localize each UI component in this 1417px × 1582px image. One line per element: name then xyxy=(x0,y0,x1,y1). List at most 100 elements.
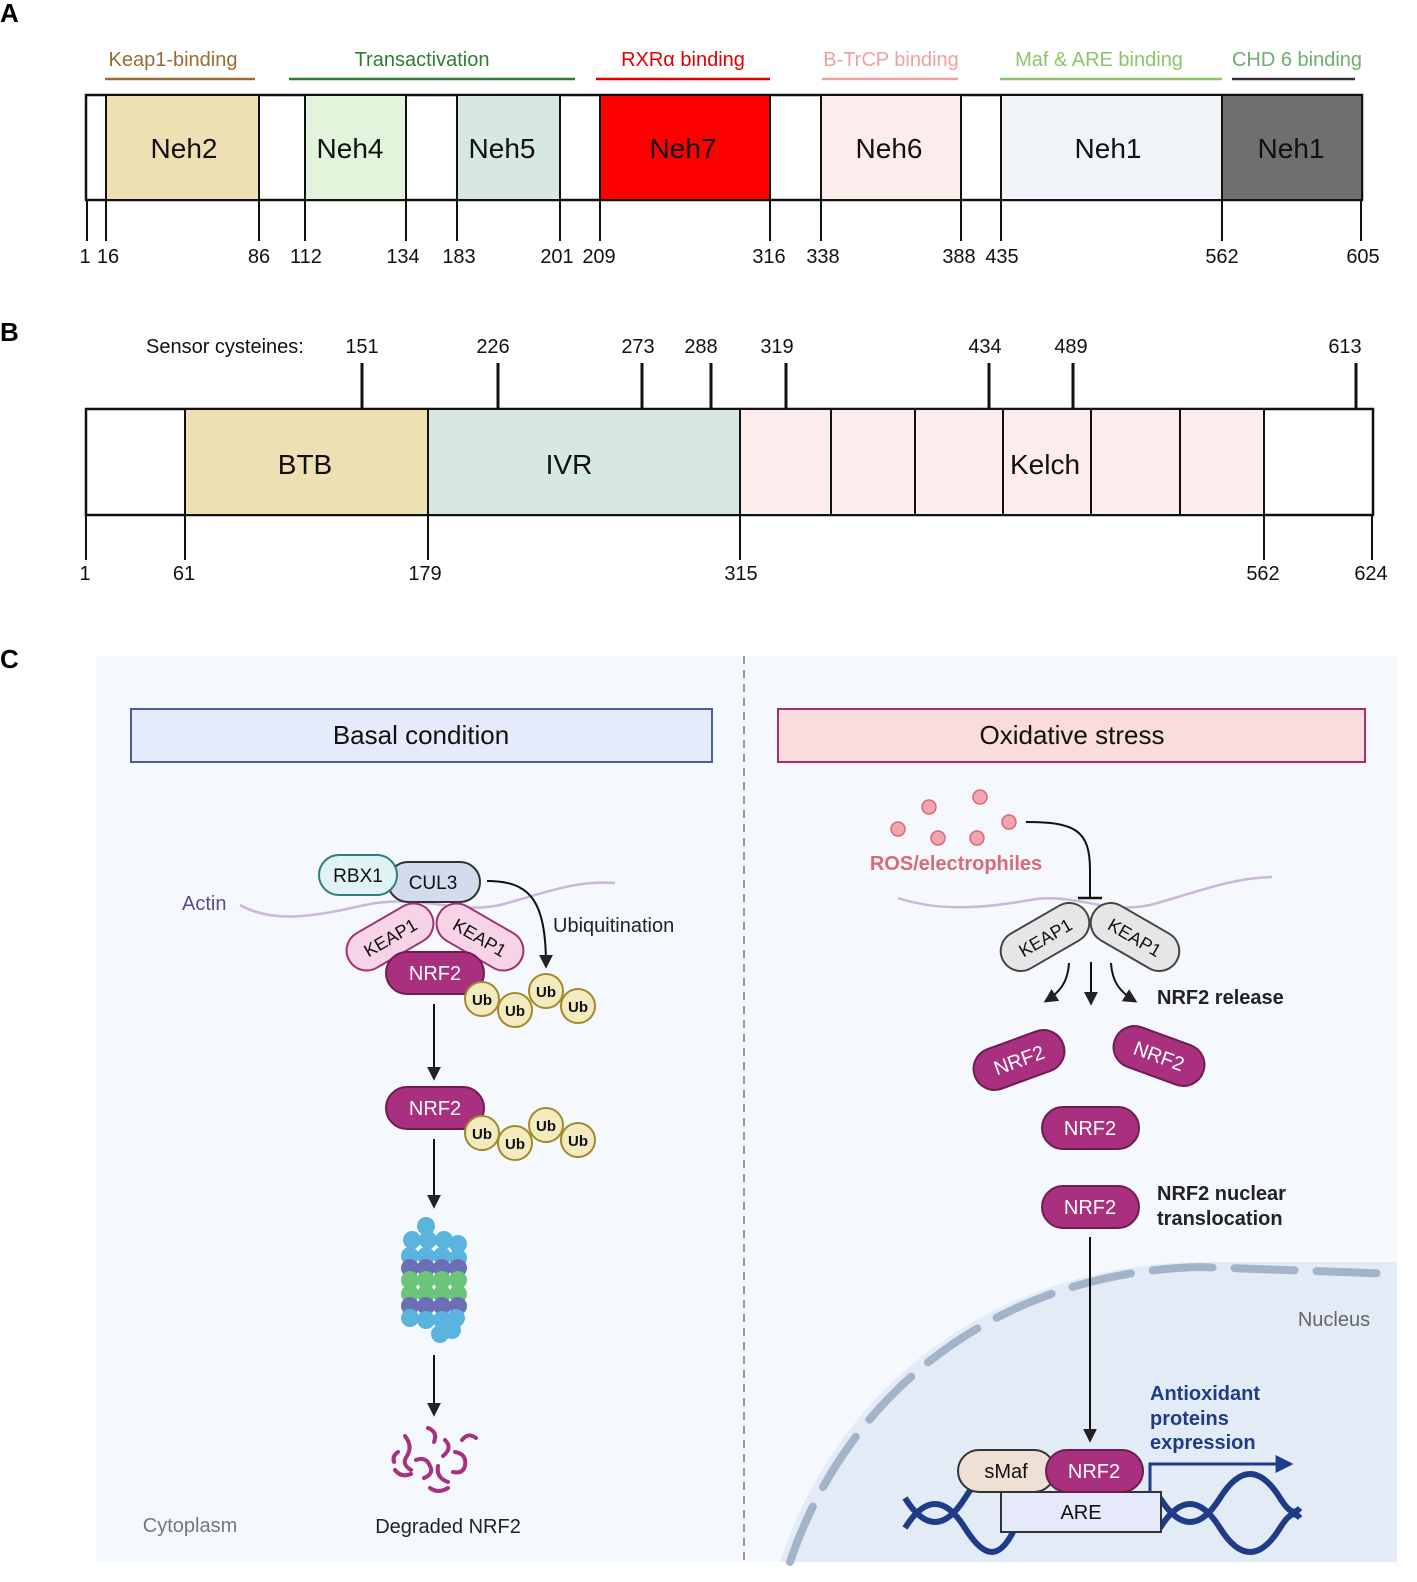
position-label: 562 xyxy=(1205,246,1238,268)
nrf2-label: NRF2 xyxy=(409,963,461,985)
nrf2-functional-regions: Keap1-binding Transactivation RXRα bindi… xyxy=(105,49,1362,81)
nrf2-domain-map: Neh2 Neh4 Neh5 Neh7 Neh6 Neh1 Neh1 xyxy=(84,93,1364,202)
cysteine-label: 434 xyxy=(968,336,1001,358)
domain-neh6-label: Neh6 xyxy=(856,133,923,164)
panel-b-positions: 1 61 179 315 562 624 xyxy=(79,563,1387,585)
position-label: 61 xyxy=(173,563,195,585)
ub-label: Ub xyxy=(505,1003,525,1020)
position-label: 562 xyxy=(1246,563,1279,585)
antioxidant-label-line2: proteins xyxy=(1150,1408,1229,1430)
position-label: 388 xyxy=(942,246,975,268)
position-label: 179 xyxy=(408,563,441,585)
ub-label: Ub xyxy=(472,992,492,1009)
nrf2-nuclear-protein xyxy=(1045,1449,1144,1493)
position-label: 201 xyxy=(540,246,573,268)
nrf2-label: NRF2 xyxy=(409,1098,461,1120)
position-label: 1 xyxy=(79,246,90,268)
position-label: 338 xyxy=(806,246,839,268)
antioxidant-label-line1: Antioxidant xyxy=(1150,1383,1260,1405)
cysteine-labels: 151 226 273 288 319 434 489 613 xyxy=(345,336,1361,358)
kelch-repeat-dividers xyxy=(830,409,1181,515)
proteasome-icon xyxy=(401,1217,467,1343)
translocation-label-line2: translocation xyxy=(1157,1208,1283,1230)
domain-neh7-label: Neh7 xyxy=(650,133,717,164)
basal-condition-title: Basal condition xyxy=(333,720,509,750)
nrf2-released-center xyxy=(1041,1106,1140,1150)
ub-label: Ub xyxy=(505,1136,525,1153)
function-rxr-binding: RXRα binding xyxy=(621,49,745,71)
ub-label: Ub xyxy=(536,1118,556,1135)
nrf2-bound-protein xyxy=(385,951,485,995)
domain-neh7 xyxy=(599,94,771,201)
cysteine-label: 288 xyxy=(684,336,717,358)
position-label: 112 xyxy=(290,246,322,268)
function-btrcp-binding: B-TrCP binding xyxy=(823,49,959,71)
actin-filament-right xyxy=(897,875,1273,909)
domain-ivr-label: IVR xyxy=(546,449,593,480)
panel-a-label: A xyxy=(0,0,19,28)
position-label: 1 xyxy=(79,563,90,585)
actin-label: Actin xyxy=(182,893,226,915)
cysteine-label: 151 xyxy=(345,336,378,358)
cul3-label: CUL3 xyxy=(409,873,458,894)
cysteine-label: 273 xyxy=(621,336,654,358)
domain-neh2-label: Neh2 xyxy=(151,133,218,164)
ubiquitin-chain-2: Ub Ub Ub Ub xyxy=(464,1107,596,1161)
position-label: 134 xyxy=(386,246,419,268)
position-label: 605 xyxy=(1346,246,1379,268)
ros-inhibition-line xyxy=(1025,821,1091,898)
panel-c-label: C xyxy=(0,644,19,674)
position-label: 16 xyxy=(97,246,119,268)
degraded-fragments-icon xyxy=(391,1426,478,1493)
position-label: 315 xyxy=(724,563,757,585)
panel-b-label: B xyxy=(0,317,19,347)
ub-label: Ub xyxy=(568,999,588,1016)
cysteine-label: 226 xyxy=(476,336,509,358)
rbx1-protein xyxy=(318,854,398,896)
oxidative-stress-title-box xyxy=(777,708,1366,763)
ub-label: Ub xyxy=(472,1126,492,1143)
function-transactivation: Transactivation xyxy=(355,49,490,71)
release-arrow-right xyxy=(1110,962,1138,1003)
degraded-nrf2-label: Degraded NRF2 xyxy=(375,1516,521,1538)
panel-b-ticks xyxy=(85,515,1373,560)
domain-neh4-label: Neh4 xyxy=(317,133,384,164)
smaf-label: sMaf xyxy=(984,1461,1028,1483)
position-label: 316 xyxy=(752,246,785,268)
sensor-cysteines-label: Sensor cysteines: xyxy=(146,336,304,358)
nrf2-release-label: NRF2 release xyxy=(1157,987,1284,1009)
position-label: 435 xyxy=(985,246,1018,268)
domain-neh4 xyxy=(304,94,407,201)
translocation-label-line1: NRF2 nuclear xyxy=(1157,1183,1286,1205)
cysteine-label: 613 xyxy=(1328,336,1361,358)
domain-kelch-label: Kelch xyxy=(1010,449,1080,480)
dna-helix-icon xyxy=(902,1470,1303,1555)
panel-a-ticks xyxy=(86,200,1362,241)
nrf2-label: NRF2 xyxy=(1064,1197,1116,1219)
nucleus: Nucleus xyxy=(780,1262,1401,1566)
are-label: ARE xyxy=(1060,1502,1101,1524)
keap1-domain-map: BTB IVR Kelch xyxy=(84,407,1375,517)
function-maf-are-binding: Maf & ARE binding xyxy=(1015,49,1183,71)
domain-ivr xyxy=(427,408,741,516)
ubiquitin-chain-1: Ub Ub Ub Ub xyxy=(464,973,596,1028)
position-label: 624 xyxy=(1354,563,1387,585)
domain-neh1-cterm xyxy=(1221,94,1363,201)
domain-neh5 xyxy=(456,94,561,201)
nrf2-translocating xyxy=(1041,1185,1140,1229)
domain-neh1 xyxy=(1000,94,1223,201)
domain-neh2 xyxy=(105,94,260,201)
cytoplasm-label: Cytoplasm xyxy=(143,1515,237,1537)
cysteine-ticks xyxy=(360,363,1358,408)
release-arrow-left xyxy=(1043,962,1070,1003)
nucleus-label: Nucleus xyxy=(1298,1309,1370,1331)
domain-neh1-cterm-label: Neh1 xyxy=(1258,133,1325,164)
position-label: 86 xyxy=(248,246,270,268)
domain-btb xyxy=(184,408,429,516)
nrf2-released-left: NRF2 xyxy=(972,1029,1066,1091)
function-keap1-binding: Keap1-binding xyxy=(109,49,238,71)
domain-btb-label: BTB xyxy=(278,449,332,480)
ub-label: Ub xyxy=(568,1133,588,1150)
domain-neh5-label: Neh5 xyxy=(469,133,536,164)
